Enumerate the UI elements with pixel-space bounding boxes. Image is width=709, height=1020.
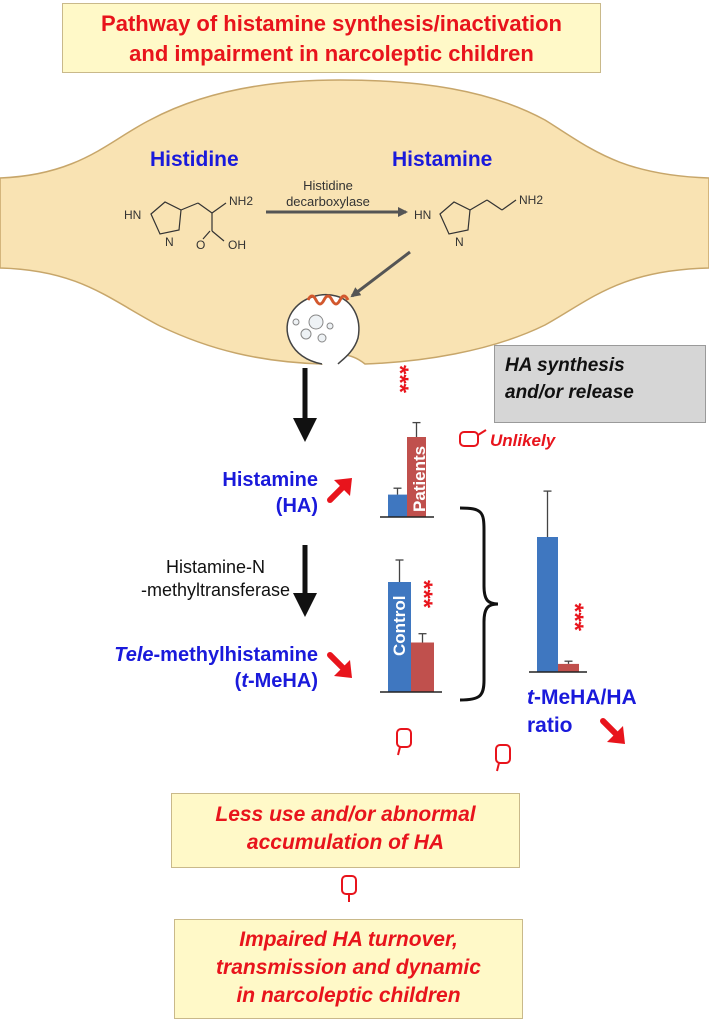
histamine-ha-line-1: Histamine xyxy=(222,469,318,491)
tele-methylhistamine-line-2: (t-MeHA) xyxy=(234,670,318,692)
ha-synthesis-line-2: and/or release xyxy=(505,382,634,403)
histidine-nh2-text: NH2 xyxy=(229,194,253,208)
ratio-label-line-1: t-MeHA/HA xyxy=(527,686,637,709)
pointing-hand-icon-tmeha xyxy=(396,728,412,756)
histamine-hn-text: HN xyxy=(414,208,431,222)
bar-2-control xyxy=(537,537,558,672)
less-use-line-2: accumulation of HA xyxy=(246,831,445,854)
histamine-ha-label: Histamine (HA) xyxy=(180,467,318,519)
bar-2-patients xyxy=(558,663,579,672)
pointing-hand-icon-ratio xyxy=(495,744,511,772)
ratio-label-line-2: ratio xyxy=(527,714,573,737)
tmeha-t-italic: t xyxy=(241,670,248,692)
significance-stars-tmeha: *** xyxy=(410,580,437,609)
title-line-2: and impairment in narcoleptic children xyxy=(129,41,534,66)
ha-synthesis-line-1: HA synthesis xyxy=(505,355,625,376)
diagram-title: Pathway of histamine synthesis/inactivat… xyxy=(62,3,601,73)
neuron-cell-body xyxy=(0,79,709,365)
methyltransferase-line-1: Histamine-N xyxy=(165,557,266,577)
bar-1-patients xyxy=(411,642,434,692)
histamine-structure xyxy=(439,199,517,235)
tele-methylhistamine-line-1: Tele-methylhistamine xyxy=(40,642,318,668)
histidine-label: Histidine xyxy=(150,148,239,171)
methyltransferase-line-2: -methyltransferase xyxy=(140,580,291,600)
histidine-o-text: O xyxy=(196,238,205,252)
impaired-line-3: in narcoleptic children xyxy=(236,984,461,1007)
significance-stars-ha: *** xyxy=(386,365,413,394)
title-line-1: Pathway of histamine synthesis/inactivat… xyxy=(101,11,562,36)
ratio-label: t-MeHA/HA ratio xyxy=(527,684,637,740)
tmeha-decrease-arrow xyxy=(327,652,352,678)
ha-synthesis-box: HA synthesis and/or release xyxy=(494,345,706,423)
histidine-n-text: N xyxy=(165,235,174,249)
tele-italic: Tele xyxy=(114,644,154,666)
ratio-t-italic: t xyxy=(527,686,534,709)
ha-increase-arrow xyxy=(327,478,352,503)
control-bar-label: Control xyxy=(390,596,409,656)
tele-methylhistamine-label: Tele-methylhistamine (t-MeHA) xyxy=(40,642,318,694)
vesicle-transport-arrow xyxy=(350,250,411,298)
less-use-box: Less use and/or abnormal accumulation of… xyxy=(171,793,520,868)
release-arrow xyxy=(293,368,317,442)
unlikely-label: Unlikely xyxy=(490,431,556,450)
histamine-nh2-text: NH2 xyxy=(519,193,543,207)
tele-rest: -methylhistamine xyxy=(153,644,318,666)
methylation-arrow xyxy=(293,545,317,617)
histamine-label: Histamine xyxy=(392,148,493,171)
bar-0-control xyxy=(388,494,407,517)
impaired-line-1: Impaired HA turnover, xyxy=(239,928,458,951)
decarboxylase-label: Histidine decarboxylase xyxy=(268,178,388,210)
histidine-oh-text: OH xyxy=(228,238,246,252)
histamine-n-text: N xyxy=(455,235,464,249)
decarboxylase-label-line-1: Histidine xyxy=(303,178,353,193)
histamine-ha-line-2: (HA) xyxy=(275,495,318,517)
impaired-turnover-box: Impaired HA turnover, transmission and d… xyxy=(174,919,523,1019)
ha-abbr: HA xyxy=(282,495,312,517)
pointing-hand-icon-unlikely xyxy=(459,429,487,447)
methyltransferase-label: Histamine-N -methyltransferase xyxy=(138,556,293,602)
significance-stars-ratio: *** xyxy=(561,603,588,632)
ratio-decrease-arrow xyxy=(600,718,625,744)
bar-1-control xyxy=(388,582,411,692)
curly-brace xyxy=(459,506,499,702)
pointing-hand-icon-box xyxy=(341,875,357,902)
vesicle xyxy=(286,293,360,365)
histidine-structure xyxy=(150,201,227,242)
less-use-line-1: Less use and/or abnormal xyxy=(215,803,476,826)
decarboxylase-label-line-2: decarboxylase xyxy=(286,194,370,209)
bar-0-patients xyxy=(407,437,426,517)
patients-bar-label: Patients xyxy=(410,446,429,512)
impaired-line-2: transmission and dynamic xyxy=(216,956,481,979)
histidine-hn-text: HN xyxy=(124,208,141,222)
